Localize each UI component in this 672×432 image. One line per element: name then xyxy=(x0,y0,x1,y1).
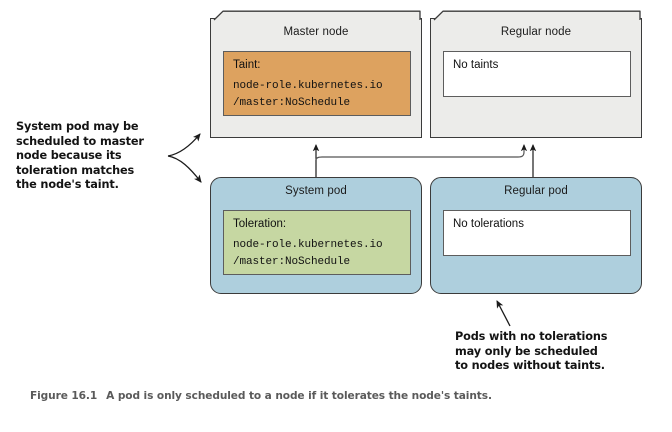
system-pod-box: System pod Toleration: node-role.kuberne… xyxy=(210,177,422,294)
figure-caption-text: A pod is only scheduled to a node if it … xyxy=(106,390,492,402)
left-annotation-line-3: node because its xyxy=(16,149,122,163)
regular-pod-box: Regular pod No tolerations xyxy=(430,177,642,294)
regular-node-title: Regular node xyxy=(500,26,572,38)
figure-caption-number: Figure 16.1 xyxy=(30,390,98,402)
regular-pod-title: Regular pod xyxy=(504,185,568,197)
left-annotation-line-4: toleration matches xyxy=(16,163,135,177)
left-annotation-line-5: the node's taint. xyxy=(16,178,119,192)
arrow-system-pod-to-regular-node xyxy=(315,144,528,161)
right-annotation-line-2: may only be scheduled xyxy=(455,344,598,358)
regular-node-lid-decoration xyxy=(431,10,641,21)
regular-pod-toleration-panel: No tolerations xyxy=(443,210,631,256)
annotation-right-pointer-to-regular-pod xyxy=(496,300,511,327)
taint-label: Taint: xyxy=(233,59,261,71)
left-annotation-line-2: scheduled to master xyxy=(16,134,144,148)
figure-caption: Figure 16.1 A pod is only scheduled to a … xyxy=(30,390,492,402)
no-taints-label: No taints xyxy=(453,59,499,71)
regular-node-taint-panel: No taints xyxy=(443,51,631,97)
system-pod-title: System pod xyxy=(285,185,347,197)
left-annotation-line-1: System pod may be xyxy=(16,120,139,133)
toleration-label: Toleration: xyxy=(233,218,287,230)
master-node-title: Master node xyxy=(283,26,349,38)
no-tolerations-label: No tolerations xyxy=(453,218,524,230)
right-annotation: Pods with no tolerations may only be sch… xyxy=(455,330,665,374)
left-annotation: System pod may be scheduled to master no… xyxy=(16,120,176,193)
master-node-lid-decoration xyxy=(211,10,421,21)
right-annotation-line-3: to nodes without taints. xyxy=(455,359,605,373)
toleration-line-2: /master:NoSchedule xyxy=(233,256,351,268)
master-node-box: Master node Taint: node-role.kubernetes.… xyxy=(210,10,422,138)
system-pod-toleration-panel: Toleration: node-role.kubernetes.io /mas… xyxy=(223,210,411,275)
toleration-line-1: node-role.kubernetes.io xyxy=(233,239,383,251)
right-annotation-line-1: Pods with no tolerations xyxy=(455,330,608,343)
taint-line-1: node-role.kubernetes.io xyxy=(233,80,383,92)
master-node-taint-panel: Taint: node-role.kubernetes.io /master:N… xyxy=(223,51,411,116)
regular-node-box: Regular node No taints xyxy=(430,10,642,138)
taint-line-2: /master:NoSchedule xyxy=(233,97,351,109)
